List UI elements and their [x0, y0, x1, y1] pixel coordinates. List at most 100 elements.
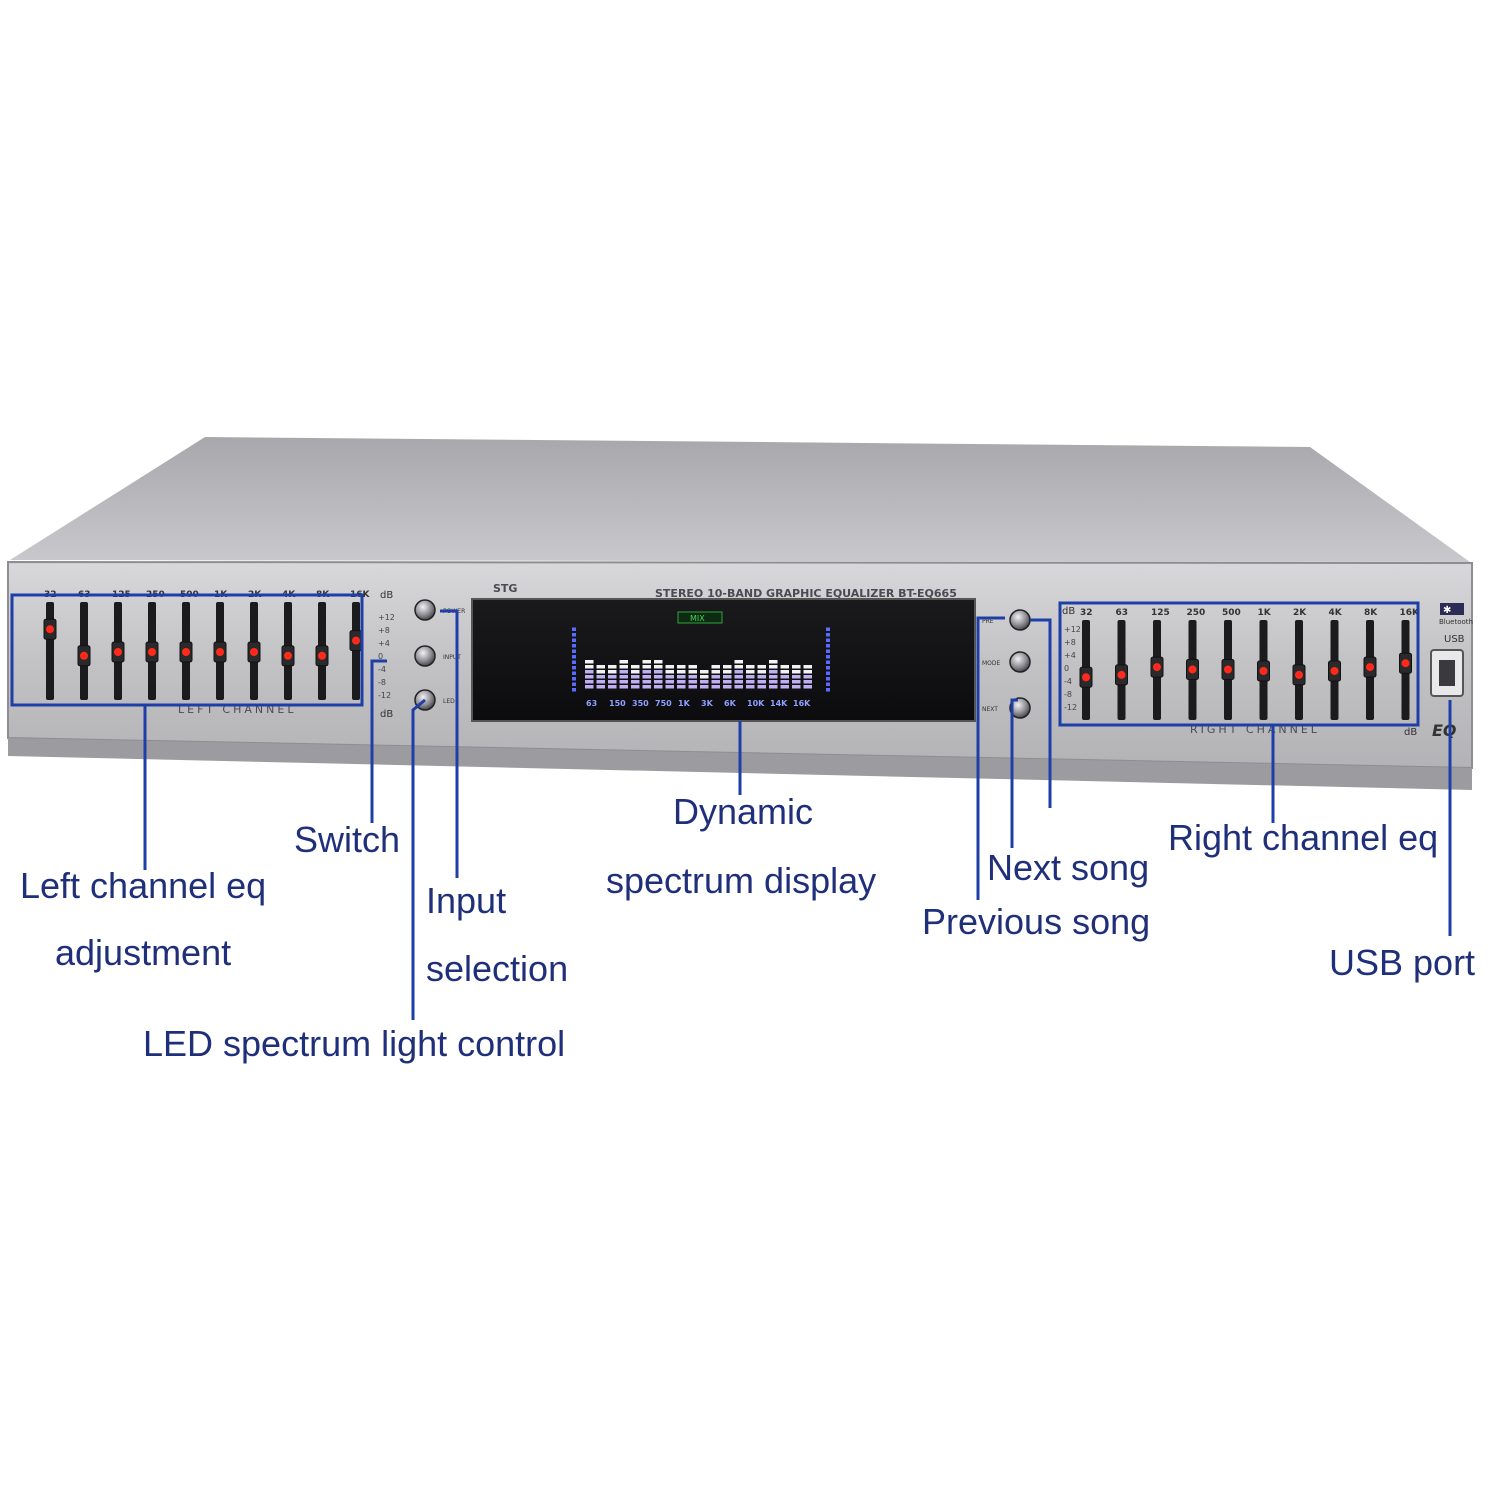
- spectrum-bar-segment: [711, 675, 720, 679]
- spectrum-bar-segment: [677, 685, 686, 689]
- spectrum-bar-segment: [700, 675, 709, 679]
- right-eq-band-label: 1K: [1258, 608, 1272, 618]
- spectrum-bar-segment: [677, 675, 686, 679]
- device-top-cover: [10, 437, 1470, 562]
- left-eq-callout-line2: adjustment: [55, 932, 232, 973]
- spectrum-bar-segment: [792, 670, 801, 674]
- spectrum-bar-segment: [665, 665, 674, 669]
- left-input-button-label: INPUT: [443, 654, 461, 661]
- usb-port-callout: USB port: [1329, 942, 1476, 983]
- mode-badge-text: MIX: [690, 614, 705, 623]
- right-eq-slider-led: [1082, 673, 1090, 682]
- level-meter-segment: [572, 633, 576, 637]
- spectrum-bar-segment: [734, 675, 743, 679]
- spectrum-bar-segment: [780, 675, 789, 679]
- spectrum-bar-segment: [585, 685, 594, 689]
- spectrum-bar-segment: [596, 670, 605, 674]
- level-meter-segment: [572, 682, 576, 686]
- level-meter-segment: [572, 671, 576, 675]
- db-scale-tick: 0: [378, 652, 383, 661]
- spectrum-bar-segment: [734, 660, 743, 664]
- right-eq-slider-led: [1153, 663, 1161, 672]
- spectrum-bar-segment: [723, 685, 732, 689]
- spectrum-bar-segment: [665, 685, 674, 689]
- spectrum-bar-segment: [608, 665, 617, 669]
- bluetooth-badge: [1440, 603, 1464, 615]
- level-meter-segment: [572, 627, 576, 631]
- spectrum-bar-segment: [757, 685, 766, 689]
- spectrum-bar-segment: [723, 670, 732, 674]
- spectrum-frequency-label: 16K: [793, 699, 811, 708]
- level-meter-segment: [826, 638, 830, 642]
- spectrum-frequency-label: 10K: [747, 699, 765, 708]
- spectrum-frequency-label: 150: [609, 699, 626, 708]
- spectrum-bar-segment: [619, 670, 628, 674]
- spectrum-bar-segment: [711, 665, 720, 669]
- spectrum-bar-segment: [596, 675, 605, 679]
- level-meter-segment: [572, 660, 576, 664]
- left-eq-slider-led: [148, 648, 156, 656]
- spectrum-bar-segment: [803, 685, 812, 689]
- spectrum-bar-segment: [585, 660, 594, 664]
- spectrum-bar-segment: [746, 665, 755, 669]
- left-eq-slider-led: [216, 648, 224, 656]
- right-eq-slider-led: [1295, 670, 1303, 679]
- led-callout-line: [411, 698, 426, 1020]
- input-callout-line2: selection: [426, 948, 569, 989]
- spectrum-bar-segment: [723, 665, 732, 669]
- spectrum-bar-segment: [642, 660, 651, 664]
- spectrum-bar-segment: [642, 665, 651, 669]
- right-pre-button[interactable]: [1009, 609, 1031, 631]
- spectrum-callout-line2: spectrum display: [606, 860, 877, 901]
- previous-song-callout: Previous song: [922, 901, 1151, 942]
- right-eq-slider-led: [1117, 670, 1126, 679]
- spectrum-bar-segment: [734, 685, 743, 689]
- right-eq-slider-led: [1188, 665, 1197, 674]
- spectrum-bar-segment: [769, 660, 778, 664]
- spectrum-bar-segment: [803, 665, 812, 669]
- spectrum-frequency-label: 63: [586, 699, 597, 708]
- spectrum-bar-segment: [654, 680, 663, 684]
- right-eq-band-label: 125: [1151, 608, 1170, 618]
- spectrum-bar-segment: [757, 670, 766, 674]
- spectrum-bar-segment: [757, 675, 766, 679]
- level-meter-segment: [826, 682, 830, 686]
- spectrum-bar-segment: [608, 685, 617, 689]
- left-eq-slider-led: [80, 651, 88, 660]
- right-db-scale: +12+8+40-4-8-12: [1064, 625, 1081, 712]
- spectrum-bar-segment: [688, 670, 697, 674]
- spectrum-bar-segment: [654, 675, 663, 679]
- level-meter-segment: [826, 627, 830, 631]
- spectrum-bar-segment: [631, 680, 640, 684]
- level-meter-segment: [826, 671, 830, 675]
- spectrum-frequency-label: 14K: [770, 699, 788, 708]
- next-song-callout-line: [1030, 618, 1052, 808]
- spectrum-bar-segment: [803, 680, 812, 684]
- spectrum-bar-segment: [688, 675, 697, 679]
- spectrum-frequency-label: 750: [655, 699, 672, 708]
- left-power-button[interactable]: [414, 599, 436, 621]
- spectrum-bar-segment: [585, 680, 594, 684]
- right-eq-slider-led: [1330, 667, 1339, 675]
- left-input-button[interactable]: [414, 645, 436, 667]
- switch-callout-line: [370, 659, 387, 823]
- eq-logo: EQ: [1432, 721, 1457, 740]
- right-next-button-label: NEXT: [982, 706, 998, 713]
- spectrum-bar-segment: [711, 685, 720, 689]
- spectrum-frequency-label: 3K: [701, 699, 714, 708]
- spectrum-bar-segment: [654, 670, 663, 674]
- spectrum-bar-segment: [654, 665, 663, 669]
- level-meter-segment: [572, 666, 576, 670]
- spectrum-display: [471, 598, 976, 722]
- right-mode-button[interactable]: [1009, 651, 1031, 673]
- db-scale-tick: -4: [378, 665, 386, 674]
- spectrum-bar-segment: [734, 670, 743, 674]
- right-next-button[interactable]: [1009, 697, 1031, 719]
- level-meter-segment: [826, 644, 830, 648]
- spectrum-bar-segment: [780, 680, 789, 684]
- level-meter-segment: [826, 688, 830, 692]
- input-callout-line1: Input: [426, 880, 507, 921]
- next-song-button-callout-line: [1010, 698, 1018, 848]
- level-meter-segment: [826, 649, 830, 653]
